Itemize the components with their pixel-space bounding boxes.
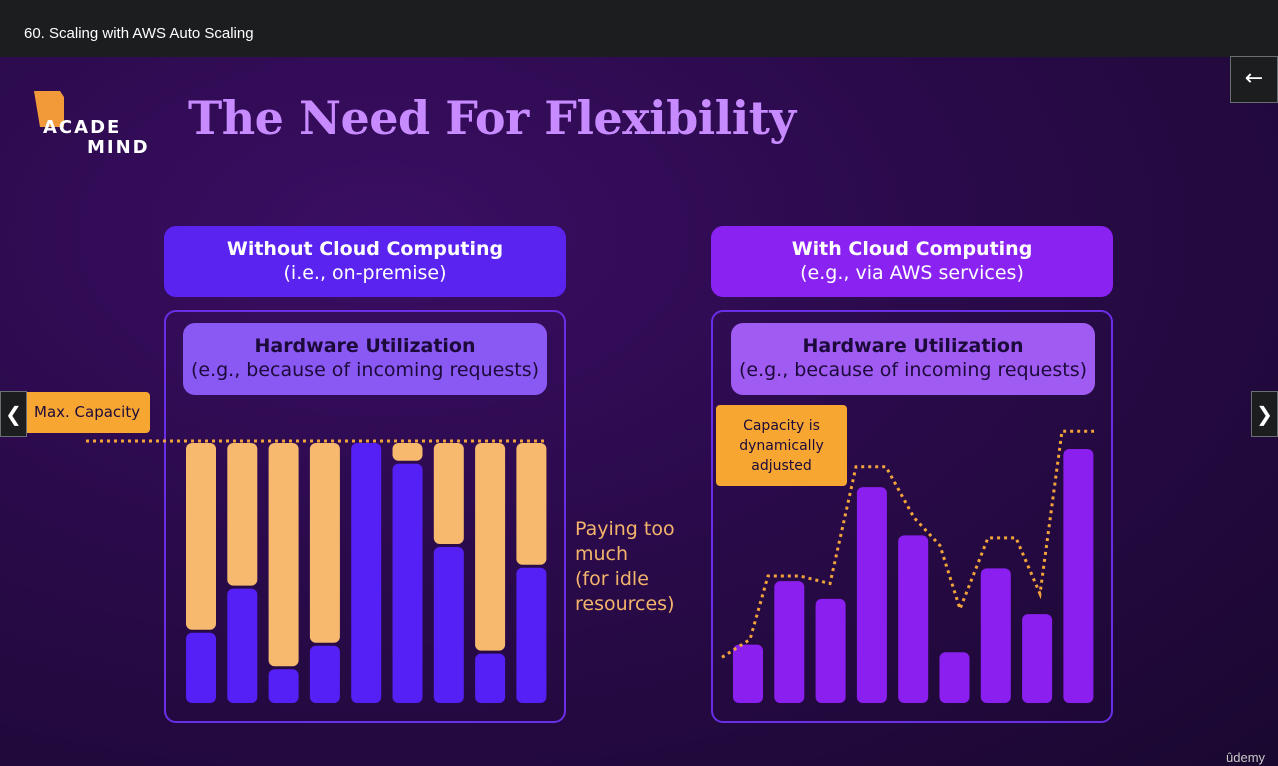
paying-note-line: Paying too [575,518,675,540]
left-panel-header: Without Cloud Computing (i.e., on-premis… [164,226,566,297]
cloud-bar [939,652,970,703]
capacity-note-line: Capacity is [743,418,820,434]
slide-viewport: ACADE MIND The Need For Flexibility With… [0,57,1278,766]
paying-note-line: resources) [575,593,675,615]
cloud-bar [815,598,846,703]
right-panel-header: With Cloud Computing (e.g., via AWS serv… [711,226,1113,297]
left-hw-utilization-box: Hardware Utilization (e.g., because of i… [183,323,547,395]
left-hw-subtitle: (e.g., because of incoming requests) [190,359,540,381]
idle-bar [433,443,464,544]
lecture-title: 60. Scaling with AWS Auto Scaling [24,25,254,42]
logo-book-icon [34,91,64,127]
right-header-subtitle: (e.g., via AWS services) [800,262,1024,284]
used-bar [351,443,382,703]
used-bar [309,645,340,703]
cloud-bar [733,644,763,703]
cloud-bar [980,568,1011,703]
slide-title: The Need For Flexibility [188,91,796,145]
logo-text-line2: MIND [87,137,150,158]
cloud-bar [1063,449,1094,703]
cloud-bar [898,535,929,703]
capacity-note: Capacity is dynamically adjusted [716,405,847,486]
udemy-watermark: ûdemy [1226,750,1266,765]
idle-bar [392,443,423,461]
used-bar [268,669,299,703]
right-chart-panel [711,310,1113,723]
top-bar: 60. Scaling with AWS Auto Scaling [0,0,1278,57]
max-capacity-label: Max. Capacity [22,392,150,433]
idle-bar [268,443,299,667]
idle-bar [227,443,258,586]
used-bar [392,463,423,703]
used-bar [186,632,216,703]
back-arrow-button[interactable]: ← [1230,56,1278,103]
paying-note-line: (for idle [575,568,649,590]
used-bar [433,547,464,703]
previous-lecture-button[interactable]: ❮ [0,391,27,437]
used-bar [227,588,258,703]
left-header-subtitle: (i.e., on-premise) [283,262,447,284]
paying-note-line: much [575,543,629,565]
academind-logo: ACADE MIND [30,87,160,162]
utilization-charts [86,429,1094,703]
left-header-title: Without Cloud Computing [226,238,504,260]
chevron-left-icon: ❮ [5,402,22,426]
left-chart-panel [164,310,566,723]
idle-bar [186,443,216,630]
left-hw-title: Hardware Utilization [254,335,476,357]
idle-bar [475,443,506,651]
right-hw-subtitle: (e.g., because of incoming requests) [738,359,1088,381]
cloud-bar [774,581,805,703]
right-hw-utilization-box: Hardware Utilization (e.g., because of i… [731,323,1095,395]
used-bar [516,567,547,703]
capacity-note-line: adjusted [751,458,812,474]
arrow-left-icon: ← [1244,66,1264,91]
idle-bar [516,443,547,565]
idle-bar [309,443,340,643]
used-bar [475,653,506,703]
right-hw-title: Hardware Utilization [802,335,1024,357]
logo-text-line1: ACADE [43,117,122,138]
paying-too-much-note: Paying too much (for idle resources) [575,517,675,617]
cloud-bar [1022,614,1053,703]
next-lecture-button[interactable]: ❯ [1251,391,1278,437]
right-header-title: With Cloud Computing [791,238,1033,260]
capacity-note-line: dynamically [739,438,824,454]
chevron-right-icon: ❯ [1256,402,1273,426]
cloud-bar [856,487,887,703]
